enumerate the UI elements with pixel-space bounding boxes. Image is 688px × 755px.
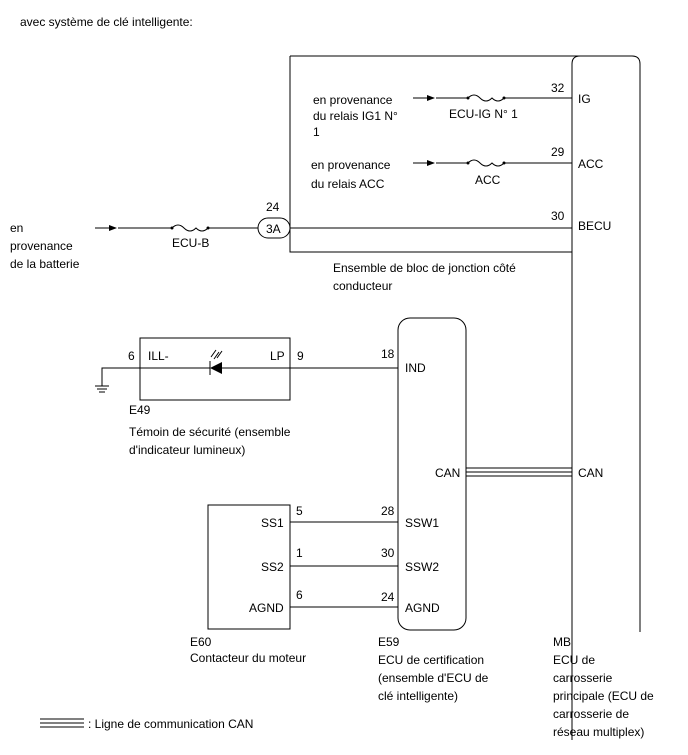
terminal-ss1: SS1	[261, 516, 284, 530]
fuse-ecu-b-symbol	[171, 224, 209, 232]
terminal-ig: IG	[578, 92, 591, 106]
ig1-source-line1: en provenance	[313, 93, 393, 107]
e60-code: E60	[190, 635, 212, 649]
battery-source-line1: en	[10, 221, 23, 235]
terminal-becu: BECU	[578, 219, 611, 233]
e49-desc-line1: Témoin de sécurité (ensemble	[129, 425, 291, 439]
terminal-agnd-e60: AGND	[249, 601, 284, 615]
mb-ecu-box	[571, 55, 641, 740]
junction-block-label-line1: Ensemble de bloc de jonction côté	[333, 261, 516, 275]
legend-text: : Ligne de communication CAN	[88, 717, 253, 731]
terminal-acc: ACC	[578, 157, 604, 171]
e59-desc-line3: clé intelligente)	[378, 689, 458, 703]
e60-box	[207, 504, 291, 630]
ig1-source-line2: du relais IG1 N°	[313, 109, 398, 123]
pin-30-e59: 30	[381, 546, 395, 560]
acc-source-line2: du relais ACC	[311, 177, 385, 191]
terminal-ill: ILL-	[148, 349, 169, 363]
terminal-ind: IND	[405, 361, 426, 375]
mb-desc-line3: principale (ECU de	[553, 689, 654, 703]
e60-desc-line1: Contacteur du moteur	[190, 651, 306, 665]
pin-29: 29	[551, 145, 565, 159]
mb-desc-line2: carrosserie	[553, 671, 613, 685]
fuse-ecu-ig-symbol	[467, 94, 505, 102]
e59-box	[397, 317, 467, 631]
pin-24-top: 24	[266, 200, 280, 214]
pin-1: 1	[296, 546, 303, 560]
led-icon	[210, 362, 222, 374]
junction-block-label-line2: conducteur	[333, 279, 392, 293]
terminal-agnd-e59: AGND	[405, 601, 440, 615]
pin-18: 18	[381, 347, 395, 361]
terminal-ss2: SS2	[261, 560, 284, 574]
ground-wire	[101, 367, 140, 386]
pin-30-top: 30	[551, 209, 565, 223]
e49-desc-line2: d'indicateur lumineux)	[129, 443, 245, 457]
pin-5: 5	[296, 504, 303, 518]
pin-6-e60: 6	[296, 588, 303, 602]
acc-source-line1: en provenance	[311, 158, 391, 172]
pin-6-e49: 6	[128, 349, 135, 363]
fuse-acc-label: ACC	[475, 173, 501, 187]
ground-icon	[95, 385, 109, 393]
pin-32: 32	[551, 81, 565, 95]
fuse-ecu-b-label: ECU-B	[172, 236, 209, 250]
mb-desc-line5: réseau multiplex)	[553, 725, 644, 739]
pin-9: 9	[297, 349, 304, 363]
terminal-ssw1: SSW1	[405, 516, 439, 530]
battery-source-line3: de la batterie	[10, 257, 80, 271]
junction-block-outline	[289, 55, 622, 253]
pin-28: 28	[381, 504, 395, 518]
can-bus-line	[466, 467, 572, 477]
can-legend-icon	[40, 718, 84, 728]
terminal-can-mb: CAN	[578, 466, 603, 480]
e49-code: E49	[129, 403, 151, 417]
fuse-acc-symbol	[467, 159, 505, 167]
battery-source-line2: provenance	[10, 239, 73, 253]
e59-desc-line2: (ensemble d'ECU de	[378, 671, 489, 685]
e59-desc-line1: ECU de certification	[378, 653, 484, 667]
connector-3a-label: 3A	[266, 222, 281, 236]
mb-desc-line1: ECU de	[553, 653, 595, 667]
e59-code: E59	[378, 635, 400, 649]
pin-24-e59: 24	[381, 590, 395, 604]
header-text: avec système de clé intelligente:	[20, 15, 193, 29]
fuse-ecu-ig-label: ECU-IG N° 1	[449, 107, 518, 121]
mb-desc-line4: carrosserie de	[553, 707, 629, 721]
ig1-source-line3: 1	[313, 125, 320, 139]
terminal-lp: LP	[270, 349, 285, 363]
terminal-ssw2: SSW2	[405, 560, 439, 574]
mb-code: MB	[553, 635, 571, 649]
led-light-rays-icon	[210, 349, 223, 360]
terminal-can-e59: CAN	[435, 466, 460, 480]
